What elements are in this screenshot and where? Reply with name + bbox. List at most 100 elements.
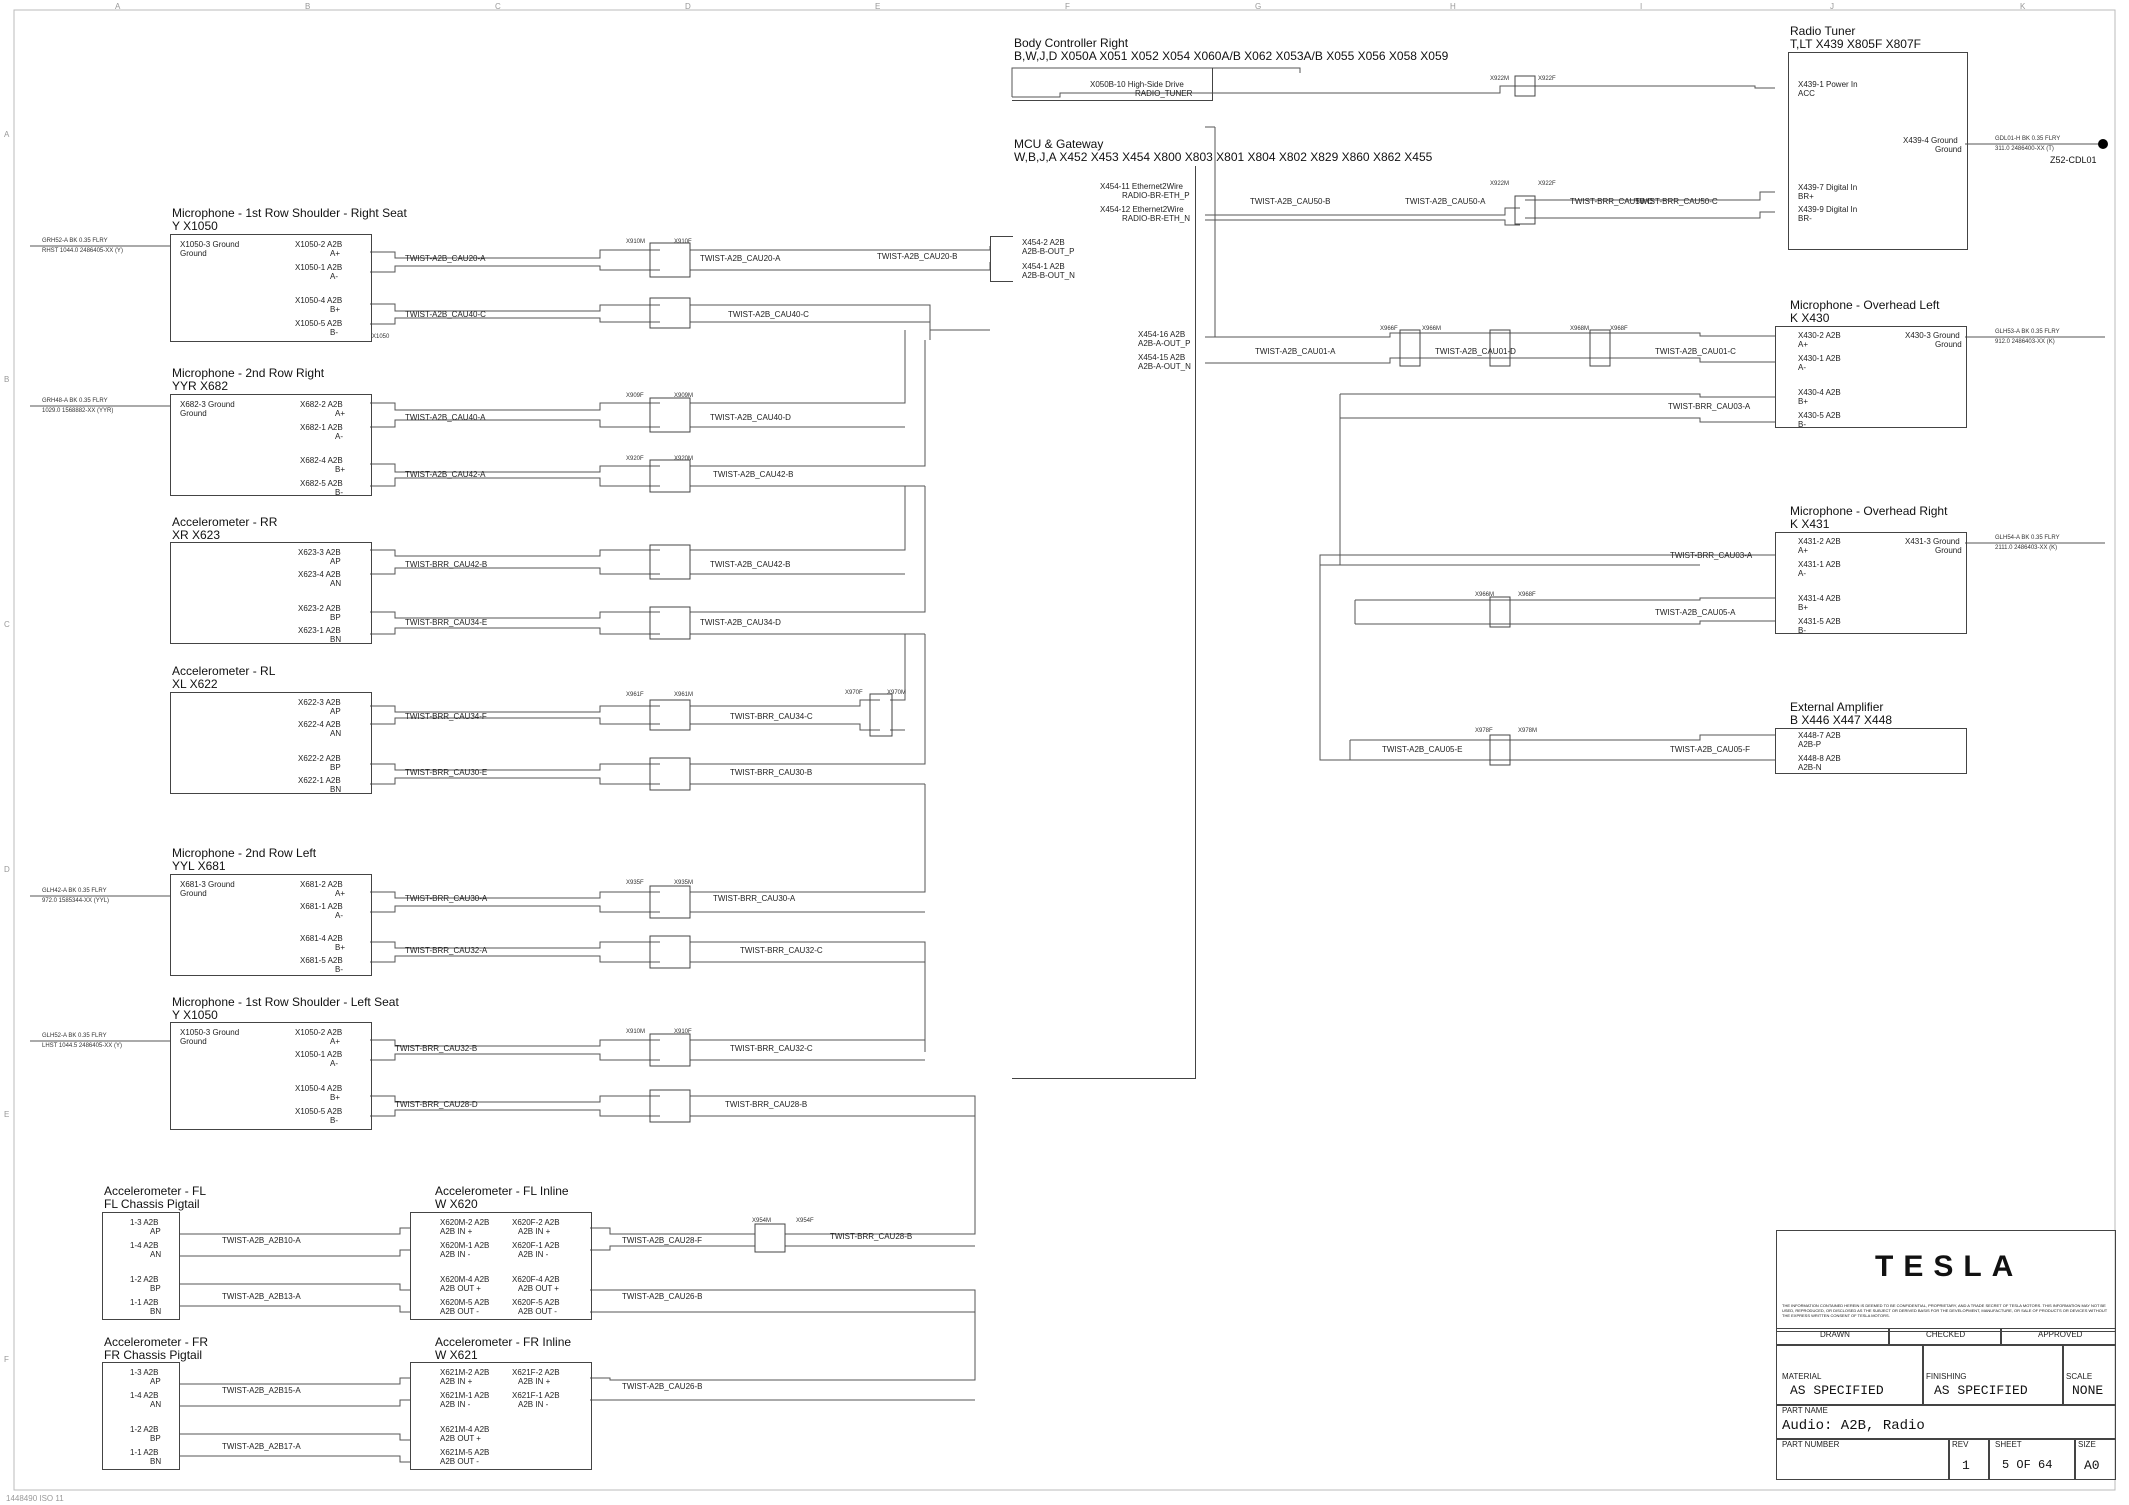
acc-fr-inline-box (410, 1362, 592, 1470)
twist-label: TWIST-BRR_CAU34-E (405, 618, 488, 627)
acc-fl-inline-pin: X620F-4 A2B (512, 1275, 560, 1284)
twist-label: TWIST-A2B_CAU01-D (1435, 347, 1516, 356)
ground-wire-label: GLH42-A BK 0.35 FLRY (42, 888, 107, 894)
acc-fl-pin: BN (150, 1307, 162, 1316)
twist-label: TWIST-BRR_CAU03-A (1670, 551, 1753, 560)
mic-ohl-pin: A+ (1798, 340, 1809, 349)
connector-label: X910M (626, 1029, 646, 1035)
grid-col-k: K (2020, 2, 2026, 11)
mic-ls-title: Microphone - 1st Row Shoulder - Left Sea… (172, 995, 399, 1009)
mic-2rr-sub: YYR X682 (172, 379, 229, 393)
radio-pin: BR+ (1798, 192, 1814, 201)
mcu-pin: A2B-B-OUT_N (1022, 271, 1075, 280)
twist-label: TWIST-A2B_CAU34-D (700, 618, 781, 627)
mic-2rl-pin: A+ (335, 889, 346, 898)
acc-fl-inline-pin: X620M-5 A2B (440, 1298, 490, 1307)
twist-label: TWIST-A2B_CAU20-A (700, 254, 781, 263)
twist-label: TWIST-BRR_CAU28-B (830, 1232, 913, 1241)
mcu-pin: A2B-A-OUT_N (1138, 362, 1191, 371)
acc-fr-title: Accelerometer - FR (104, 1335, 209, 1349)
mcu-title: MCU & Gateway (1014, 137, 1104, 151)
bcr-sub: B,W,J,D X050A X051 X052 X054 X060A/B X06… (1014, 49, 1449, 63)
sheet-label: SHEET (1995, 1440, 2022, 1449)
connector-label: X966M (1475, 592, 1495, 598)
mic-ohr-pin: X431-2 A2B (1798, 537, 1841, 546)
mic-2rr-pin: A- (335, 432, 343, 441)
acc-rl-sub: XL X622 (172, 677, 218, 691)
connector-label: X970M (887, 690, 907, 696)
twist-label: TWIST-A2B_A2B17-A (222, 1442, 301, 1451)
mic-ohl-pin: B+ (1798, 397, 1809, 406)
sheet-value: 5 OF 64 (2002, 1458, 2053, 1472)
connector-label: X978M (1518, 728, 1538, 734)
mic-2rl-pin: A- (335, 911, 343, 920)
twist-label: TWIST-A2B_CAU26-B (622, 1382, 703, 1391)
acc-fr-inline-pin: X621M-4 A2B (440, 1425, 490, 1434)
acc-fr-inline-pin: X621M-1 A2B (440, 1391, 490, 1400)
connector-label: X966M (1422, 326, 1442, 332)
connector-label: X920M (674, 456, 694, 462)
connector-label: X922M (1490, 181, 1510, 187)
ext-amp-box (1775, 728, 1967, 774)
grid-col-a: A (115, 2, 121, 11)
acc-fl-pin: 1-2 A2B (130, 1275, 159, 1284)
acc-fl-inline-pin: X620F-5 A2B (512, 1298, 560, 1307)
mic-ohr-title: Microphone - Overhead Right (1790, 504, 1948, 518)
mic-2rl-pin: X681-2 A2B (300, 880, 343, 889)
mic-2rr-title: Microphone - 2nd Row Right (172, 366, 325, 380)
grid-row-d: D (4, 865, 10, 874)
ground-wire-sub: 311.0 2486400-XX (T) (1995, 146, 2054, 152)
ground-wire-label: GDL01-H BK 0.35 FLRY (1995, 136, 2061, 142)
radio-pin: X439-7 Digital In (1798, 183, 1858, 192)
acc-fl-inline-pin: X620M-1 A2B (440, 1241, 490, 1250)
acc-rr-sub: XR X623 (172, 528, 221, 542)
mic-ohl-pin: X430-5 A2B (1798, 411, 1841, 420)
checked-label: CHECKED (1926, 1330, 1966, 1339)
mic-ls-sub: Y X1050 (172, 1008, 218, 1022)
mic-ohr-box (1775, 532, 1967, 634)
acc-fl-pin: AN (150, 1250, 162, 1259)
connector-label: X935F (626, 880, 644, 886)
mcu-pin: RADIO-BR-ETH_N (1122, 214, 1191, 223)
connector-label: X961F (626, 692, 644, 698)
bcr-box (1012, 68, 1213, 101)
ground-wire-label: GLH52-A BK 0.35 FLRY (42, 1033, 107, 1039)
mic-2rr-pin: B- (335, 488, 343, 497)
mic-2rr-box (170, 394, 372, 496)
ground-wire-label: GLH54-A BK 0.35 FLRY (1995, 535, 2060, 541)
acc-fr-pin: 1-2 A2B (130, 1425, 159, 1434)
connector-label: X909F (626, 393, 644, 399)
acc-fl-inline-pin: A2B OUT - (518, 1307, 557, 1316)
mic-2rl-pin: B+ (335, 943, 346, 952)
mic-ls-pin: X1050-2 A2B (295, 1028, 343, 1037)
acc-fl-pin: 1-4 A2B (130, 1241, 159, 1250)
connector-label: X920F (626, 456, 644, 462)
acc-fr-pin: BP (150, 1434, 161, 1443)
acc-fr-inline-pin: X621M-5 A2B (440, 1448, 490, 1457)
ext-amp-title: External Amplifier (1790, 700, 1884, 714)
acc-fr-inline-pin: A2B OUT + (440, 1434, 481, 1443)
acc-fl-inline-pin: A2B OUT + (440, 1284, 481, 1293)
acc-fl-inline-pin: A2B OUT - (440, 1307, 479, 1316)
drawn-label: DRAWN (1820, 1330, 1850, 1339)
acc-rr-pin: X623-1 A2B (298, 626, 341, 635)
acc-fr-pin: AP (150, 1377, 161, 1386)
acc-fr-inline-pin: X621F-1 A2B (512, 1391, 560, 1400)
mic-2rl-pin: X681-1 A2B (300, 902, 343, 911)
acc-rl-pin: AP (330, 707, 341, 716)
scale-value: NONE (2072, 1383, 2104, 1398)
mic-2rl-ground: X681-3 Ground (180, 880, 235, 889)
acc-fr-pin: AN (150, 1400, 162, 1409)
ext-amp-pin: A2B-N (1798, 763, 1822, 772)
partnumber-label: PART NUMBER (1782, 1440, 1840, 1449)
acc-fl-inline-pin: X620F-2 A2B (512, 1218, 560, 1227)
acc-fr-pin: 1-3 A2B (130, 1368, 159, 1377)
mcu-pin: X454-2 A2B (1022, 238, 1065, 247)
radio-sub: T,LT X439 X805F X807F (1790, 37, 1921, 51)
acc-fl-inline-box (410, 1212, 592, 1320)
grid-col-g: G (1255, 2, 1262, 11)
twist-label: TWIST-A2B_A2B15-A (222, 1386, 301, 1395)
ext-amp-sub: B X446 X447 X448 (1790, 713, 1893, 727)
acc-rr-pin: X623-2 A2B (298, 604, 341, 613)
grid-col-d: D (685, 2, 691, 11)
